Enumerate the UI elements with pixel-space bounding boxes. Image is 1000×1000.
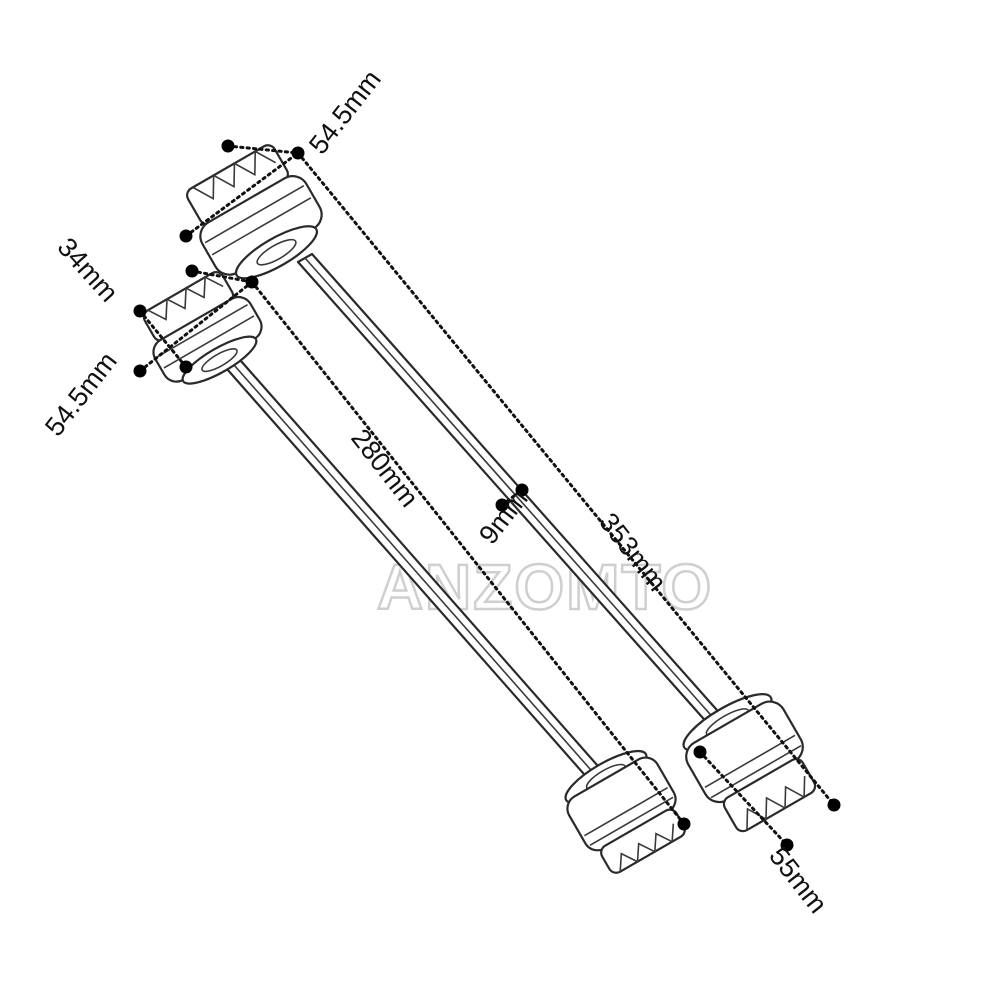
- bottom-left-cap: [564, 749, 686, 874]
- bottom-right-cap: [682, 693, 817, 833]
- measure-dot: [179, 229, 193, 243]
- dim-line-right-top-diameter: [226, 144, 300, 155]
- dim-line-short-rod: [250, 280, 686, 826]
- dim-line-bottom-cap: [698, 750, 789, 847]
- dim-line-left-top-diameter: [190, 269, 254, 284]
- dim-line-left-cap-height: [138, 309, 188, 369]
- dim-line-long-rod: [296, 151, 836, 807]
- label-right-top-diameter: 54.5mm: [303, 64, 387, 159]
- label-bottom-cap-diameter: 55mm: [763, 841, 833, 919]
- measure-dot: [677, 817, 691, 831]
- dim-line-right-top-diagonal: [184, 151, 300, 238]
- label-left-top-diameter: 54.5mm: [39, 346, 123, 441]
- measure-dot: [495, 498, 509, 512]
- measure-dot: [693, 745, 707, 759]
- label-left-cap-height: 34mm: [52, 232, 124, 308]
- measure-dot: [221, 139, 235, 153]
- measure-dot: [185, 264, 199, 278]
- dim-line-left-top-diagonal: [138, 280, 254, 373]
- measure-dot: [515, 483, 529, 497]
- measure-dot: [133, 364, 147, 378]
- top-right-cap: [186, 144, 323, 280]
- dimension-lines: [138, 144, 836, 847]
- measure-dot: [179, 360, 193, 374]
- measure-dot: [133, 304, 147, 318]
- measure-dots: [133, 139, 841, 852]
- measure-dot: [245, 275, 259, 289]
- measure-dot: [291, 146, 305, 160]
- measure-dot: [827, 798, 841, 812]
- measure-dot: [780, 838, 794, 852]
